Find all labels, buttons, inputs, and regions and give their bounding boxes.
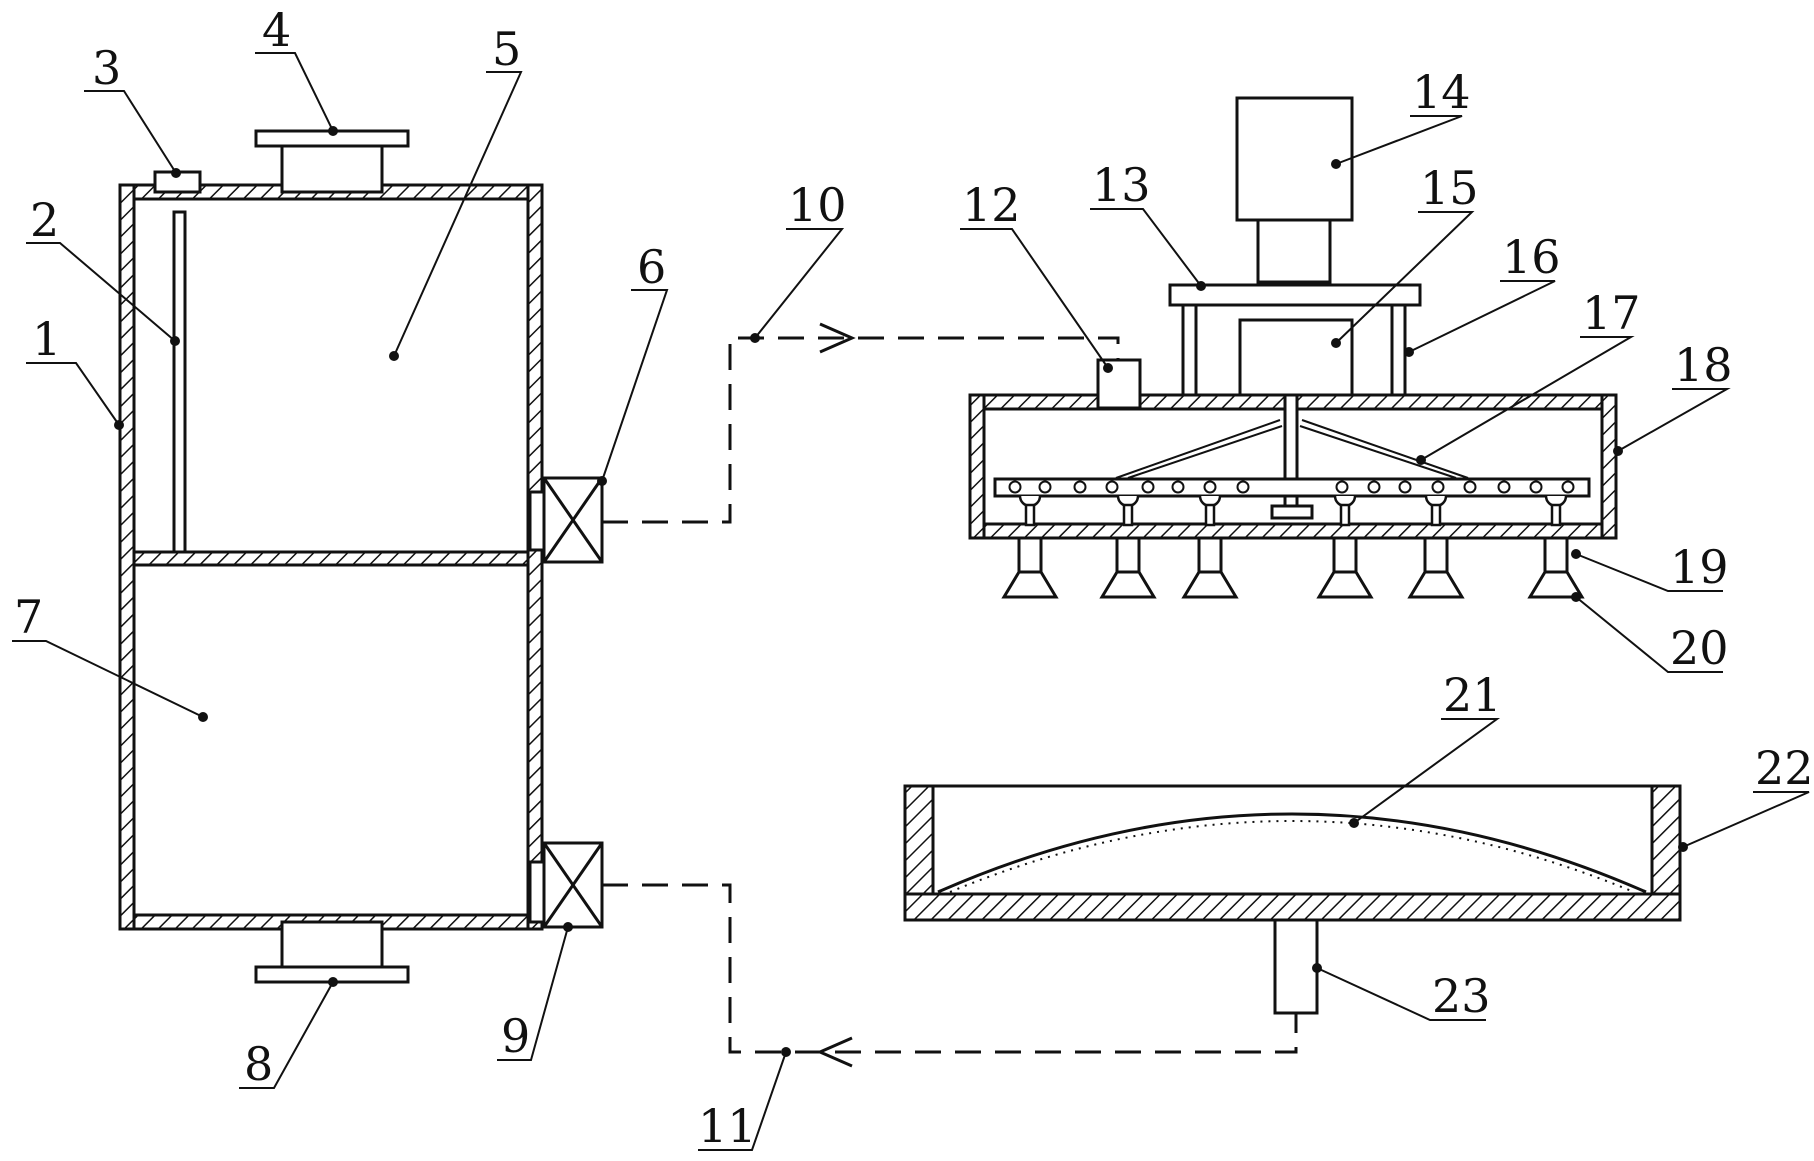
label-14: 14 xyxy=(1412,65,1471,119)
nozzle xyxy=(1316,536,1374,599)
label-6: 6 xyxy=(637,240,666,294)
spray-hole xyxy=(1073,480,1087,494)
support-plate xyxy=(1168,283,1422,307)
nozzle xyxy=(1099,536,1157,599)
label-18: 18 xyxy=(1674,338,1733,392)
label-7: 7 xyxy=(14,590,43,644)
label-17: 17 xyxy=(1582,286,1641,340)
label-8: 8 xyxy=(244,1037,273,1091)
curved-surface xyxy=(937,812,1647,894)
bottom-outlet-neck xyxy=(280,920,384,969)
nozzle xyxy=(1181,536,1239,599)
label-9: 9 xyxy=(501,1009,530,1063)
pipeline-lower xyxy=(602,883,1298,1068)
top-fitting xyxy=(153,170,202,194)
label-10: 10 xyxy=(788,178,847,232)
tank xyxy=(118,129,604,984)
label-22: 22 xyxy=(1755,741,1814,795)
spray-hole xyxy=(1529,480,1543,494)
label-12: 12 xyxy=(962,178,1021,232)
top-inlet-neck xyxy=(280,142,384,194)
label-3: 3 xyxy=(92,41,121,95)
nozzle-connectors xyxy=(1018,495,1568,527)
spray-hole xyxy=(1236,480,1250,494)
spray-hole xyxy=(1463,480,1477,494)
tray xyxy=(903,784,1682,1015)
label-11: 11 xyxy=(698,1099,757,1153)
nozzle xyxy=(1527,536,1585,599)
spray-hole xyxy=(1431,480,1445,494)
nozzle xyxy=(1001,536,1059,599)
spray-hole xyxy=(1038,480,1052,494)
label-21: 21 xyxy=(1443,668,1502,722)
label-20: 20 xyxy=(1670,621,1729,675)
spray-hole xyxy=(1141,480,1155,494)
spray-hole xyxy=(1335,480,1349,494)
gearbox xyxy=(1238,318,1354,398)
top-inlet-flange xyxy=(254,129,410,148)
label-4: 4 xyxy=(262,3,291,57)
motor xyxy=(1235,96,1354,222)
spray-hole xyxy=(1105,480,1119,494)
nozzles xyxy=(1001,536,1585,599)
label-23: 23 xyxy=(1432,969,1491,1023)
part-labels: 1 2 3 4 5 6 7 8 9 10 11 12 13 14 15 16 1… xyxy=(14,3,1814,1153)
leader-lines xyxy=(12,52,1810,1151)
label-2: 2 xyxy=(30,193,59,247)
bottom-outlet-flange xyxy=(254,965,410,984)
vertical-tube xyxy=(172,210,187,554)
spray-bar-holes xyxy=(1008,480,1575,494)
spray-hole xyxy=(1171,480,1185,494)
spray-hole xyxy=(1203,480,1217,494)
pump xyxy=(1096,358,1142,410)
tray-outlet-pipe xyxy=(1273,918,1319,1015)
label-5: 5 xyxy=(492,22,521,76)
spray-unit xyxy=(968,96,1618,599)
label-19: 19 xyxy=(1670,540,1729,594)
spray-hole xyxy=(1367,480,1381,494)
nozzle xyxy=(1407,536,1465,599)
label-13: 13 xyxy=(1092,158,1151,212)
spray-hole xyxy=(1008,480,1022,494)
label-16: 16 xyxy=(1502,230,1561,284)
spray-hole xyxy=(1561,480,1575,494)
label-1: 1 xyxy=(32,312,61,366)
spray-hole xyxy=(1398,480,1412,494)
spray-hole xyxy=(1497,480,1511,494)
label-15: 15 xyxy=(1420,161,1479,215)
pipeline-upper xyxy=(602,322,1120,524)
